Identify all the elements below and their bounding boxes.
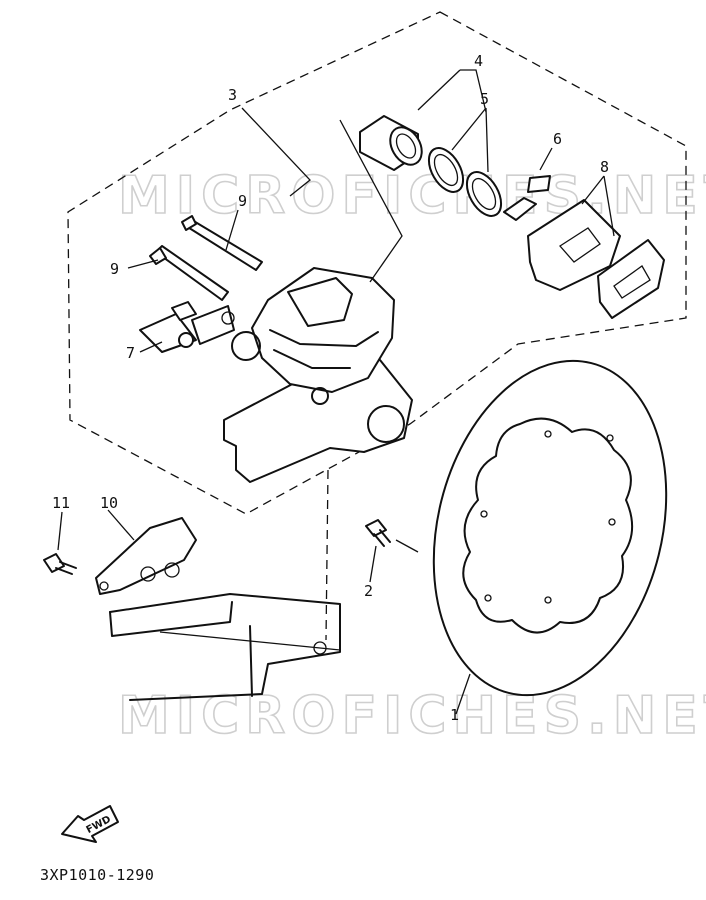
callout-9-lower: 9 xyxy=(110,260,119,278)
pad-spring[interactable] xyxy=(503,175,551,221)
brake-disc[interactable] xyxy=(400,336,700,720)
callout-1: 1 xyxy=(450,706,459,724)
swingarm-plate xyxy=(109,593,341,701)
piston-seals[interactable] xyxy=(422,142,508,222)
callout-8: 8 xyxy=(600,158,609,176)
caliper-body[interactable] xyxy=(223,267,413,483)
callout-4: 4 xyxy=(474,52,483,70)
assembly-boundary xyxy=(67,11,687,515)
forward-arrow-icon: FWD xyxy=(61,805,119,843)
callout-5: 5 xyxy=(480,90,489,108)
bracket-bolt[interactable] xyxy=(43,553,77,575)
watermark-bottom: MICROFICHES.NET xyxy=(118,686,706,746)
callout-6: 6 xyxy=(553,130,562,148)
caliper-piston[interactable] xyxy=(359,115,428,171)
caliper-pin-upper[interactable] xyxy=(181,215,263,271)
leader-lines xyxy=(57,69,615,715)
diagram-code: 3XP1010-1290 xyxy=(40,866,155,884)
caliper-bracket[interactable] xyxy=(95,517,197,595)
disc-bolt[interactable] xyxy=(365,519,391,547)
callout-11: 11 xyxy=(52,494,70,512)
brake-pad-inner[interactable] xyxy=(527,199,621,291)
callout-7: 7 xyxy=(126,344,135,362)
callout-2: 2 xyxy=(364,582,373,600)
brake-pad-outer[interactable] xyxy=(597,239,665,319)
callout-3: 3 xyxy=(228,86,237,104)
bleed-screw[interactable] xyxy=(139,301,235,353)
callout-10: 10 xyxy=(100,494,118,512)
watermark-top: MICROFICHES.NET xyxy=(118,166,706,226)
callout-9-upper: 9 xyxy=(238,192,247,210)
caliper-pin-lower[interactable] xyxy=(149,245,229,301)
